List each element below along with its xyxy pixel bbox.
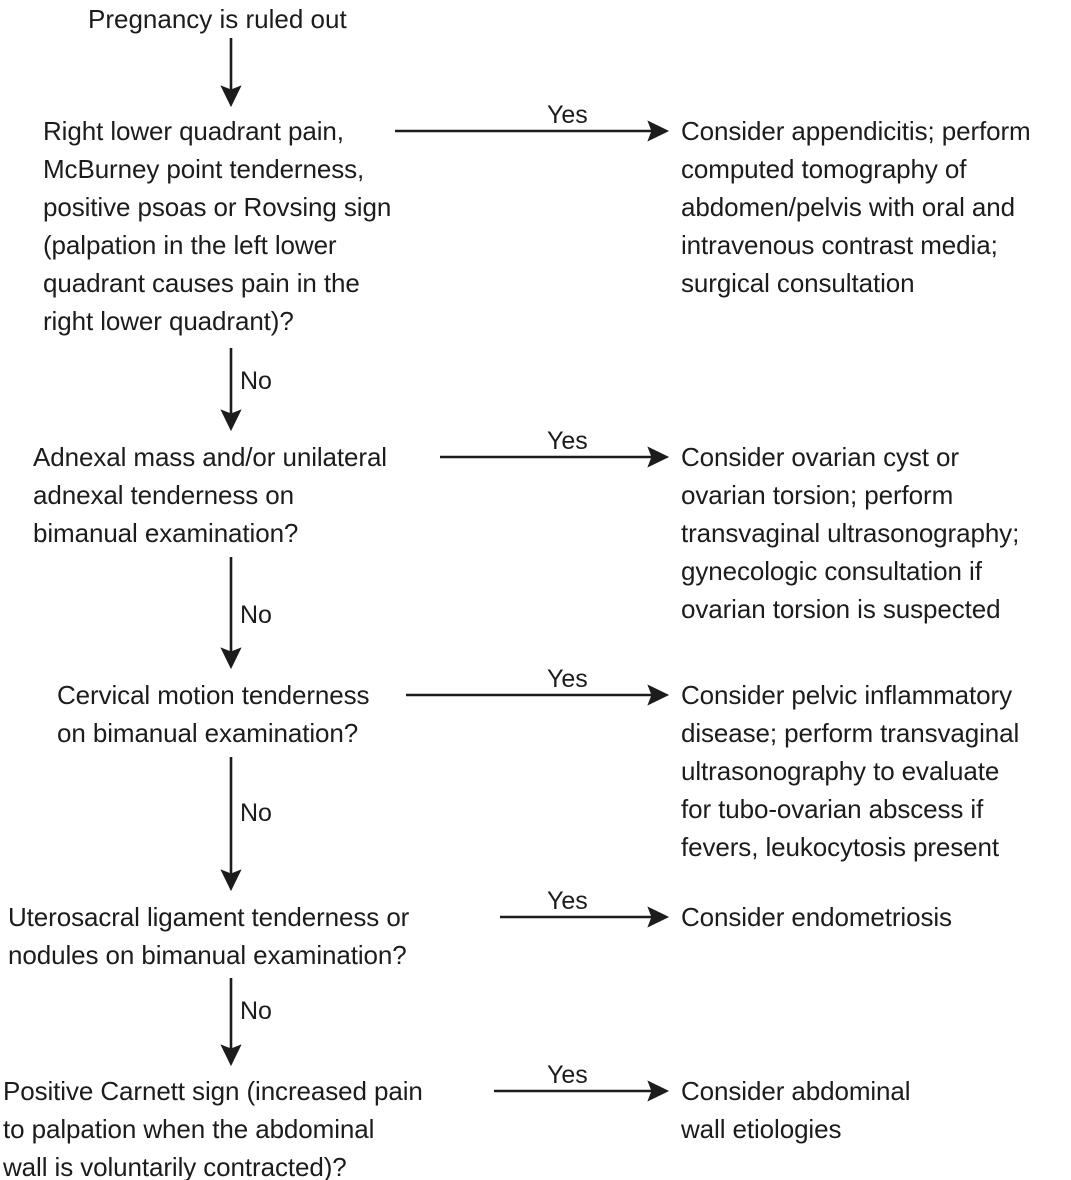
outcome-node-endometriosis: Consider endometriosis [681,902,952,932]
decision-node-pid: Cervical motion tenderness on bimanual e… [57,680,370,748]
edge-label-no-4: No [240,997,272,1025]
edge-label-no-2: No [240,601,272,629]
outcome-node-abdominal-wall: Consider abdominal wall etiologies [681,1076,911,1144]
decision-node-abdominal-wall: Positive Carnett sign (increased pain to… [3,1076,423,1180]
decision-node-appendicitis: Right lower quadrant pain, McBurney poin… [43,116,392,336]
edge-label-yes-1: Yes [547,101,588,129]
decision-node-endometriosis: Uterosacral ligament tenderness or nodul… [8,902,410,970]
edge-label-yes-3: Yes [547,665,588,693]
edge-label-yes-2: Yes [547,427,588,455]
outcome-node-appendicitis: Consider appendicitis; perform computed … [681,116,1031,298]
start-node-label: Pregnancy is ruled out [88,4,347,34]
decision-node-ovarian: Adnexal mass and/or unilateral adnexal t… [33,442,387,548]
outcome-node-ovarian: Consider ovarian cyst or ovarian torsion… [681,442,1020,624]
edge-label-yes-4: Yes [547,887,588,915]
edge-label-yes-5: Yes [547,1061,588,1089]
outcome-node-pid: Consider pelvic inflammatory disease; pe… [681,680,1020,862]
edge-label-no-1: No [240,367,272,395]
edge-label-no-3: No [240,799,272,827]
